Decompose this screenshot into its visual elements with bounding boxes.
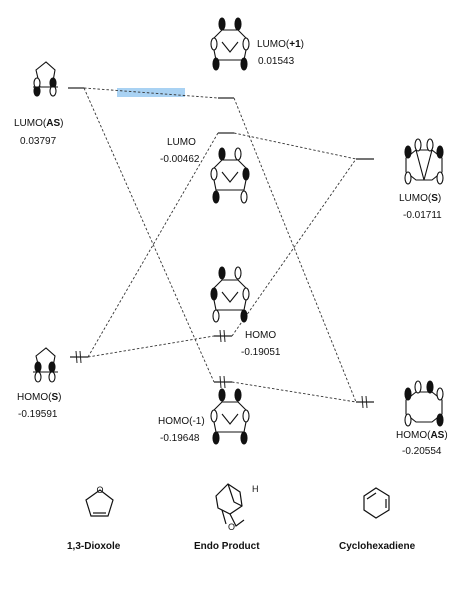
- electrons-product-homo-minus1: [219, 375, 226, 389]
- label-cyclohexadiene-homo: HOMO(AS): [396, 430, 448, 441]
- corr-plumo-clumo: [233, 132, 357, 160]
- cyclohexadiene-structure: [363, 487, 390, 519]
- corr-dhomo-phomo: [87, 335, 215, 358]
- corr-phomo-clumo: [231, 158, 357, 337]
- electrons-product-homo: [219, 329, 226, 343]
- energy-levels: [68, 87, 374, 403]
- compound-name-cyclohexadiene: Cyclohexadiene: [339, 541, 416, 552]
- electron-pairs: [75, 329, 368, 409]
- product-homo-orbital: [210, 266, 250, 323]
- label-product-homo: HOMO: [245, 330, 277, 341]
- value-cyclohexadiene-homo: -0.20554: [402, 446, 442, 457]
- label-product-lumo: LUMO: [167, 137, 196, 148]
- highlight-bar: [117, 88, 185, 97]
- endo-product-structure: H O: [215, 483, 259, 532]
- product-lumo-orbital: [210, 147, 250, 204]
- corr-dlumo-phomo1: [83, 87, 215, 383]
- cyclohexadiene-homo-orbital: [404, 380, 444, 427]
- electrons-cyclohexadiene-homo: [361, 395, 368, 409]
- value-product-homo: -0.19051: [241, 347, 281, 358]
- corr-plumo1-chomo: [233, 97, 357, 403]
- product-homo-minus1-orbital: [210, 388, 250, 445]
- product-lumo-plus1-orbital: [210, 17, 250, 71]
- value-cyclohexadiene-lumo: -0.01711: [403, 210, 442, 221]
- value-product-homo-minus1: -0.19648: [160, 433, 200, 444]
- label-dioxole-lumo: LUMO(AS): [14, 118, 64, 129]
- correlation-lines: [83, 87, 357, 403]
- value-product-lumo-plus1: 0.01543: [258, 56, 295, 67]
- dioxole-lumo-orbital: [33, 61, 58, 97]
- compound-name-endo-product: Endo Product: [194, 541, 260, 552]
- electrons-dioxole-homo: [75, 350, 82, 364]
- value-product-lumo: -0.00462: [160, 154, 200, 165]
- compound-name-dioxole: 1,3-Dioxole: [67, 541, 121, 552]
- cyclohexadiene-lumo-orbital: [404, 138, 444, 185]
- value-dioxole-homo: -0.19591: [18, 409, 58, 420]
- label-dioxole-homo: HOMO(S): [17, 392, 62, 403]
- dioxole-homo-orbital: [33, 347, 58, 383]
- dioxole-structure: O: [85, 485, 114, 517]
- corr-phomo1-chomo: [231, 381, 357, 403]
- dioxole-oxygen-label: O: [96, 485, 103, 495]
- endo-product-hydrogen-label: H: [252, 484, 259, 494]
- label-product-lumo-plus1: LUMO(+1): [257, 39, 304, 50]
- endo-product-oxygen-label: O: [228, 522, 235, 532]
- label-cyclohexadiene-lumo: LUMO(S): [399, 193, 442, 204]
- label-product-homo-minus1: HOMO(-1): [158, 416, 205, 427]
- value-dioxole-lumo: 0.03797: [20, 136, 57, 147]
